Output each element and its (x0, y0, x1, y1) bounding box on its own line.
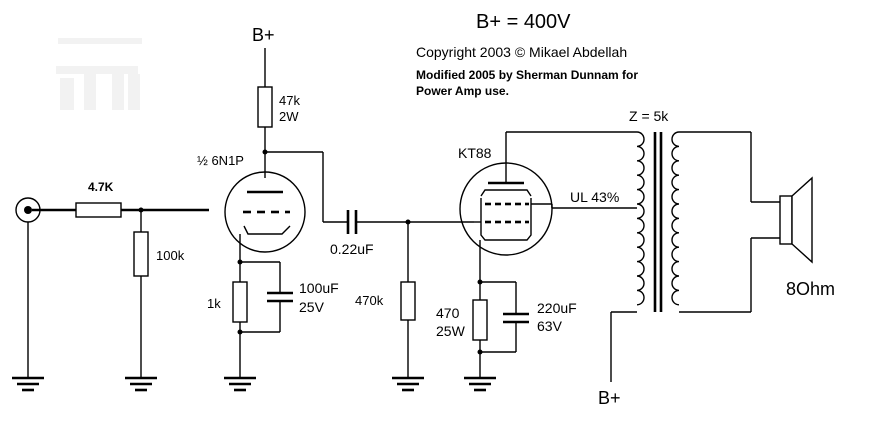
cathode-resistor-2 (472, 299, 488, 341)
grid-resistor-2 (400, 281, 416, 321)
cathode-capacitor-1-value: 100uF (299, 280, 339, 296)
plate-resistor (257, 86, 273, 128)
cathode-capacitor-2-voltage: 63V (537, 318, 563, 334)
cathode-capacitor-2-value: 220uF (537, 300, 577, 316)
speaker-icon (779, 176, 813, 264)
input-jack (15, 197, 76, 378)
output-transformer (636, 131, 680, 312)
cathode-resistor-2-power: 25W (436, 323, 466, 339)
speaker-impedance-label: 8Ohm (786, 279, 835, 299)
modified-text-line1: Modified 2005 by Sherman Dunnam for (416, 68, 638, 82)
cathode-resistor-1-label: 1k (207, 296, 221, 311)
input-resistor (75, 202, 122, 218)
ground-symbol (392, 376, 424, 392)
ground-symbol (12, 376, 44, 392)
grid-resistor-1 (133, 231, 149, 277)
input-resistor-label: 4.7K (88, 180, 114, 194)
ground-symbol (224, 376, 256, 392)
copyright-text: Copyright 2003 © Mikael Abdellah (416, 44, 627, 60)
bplus-bottom-label: B+ (598, 388, 621, 408)
cathode-capacitor-2 (503, 282, 529, 352)
coupling-capacitor-label: 0.22uF (330, 241, 374, 257)
grid-resistor-2-label: 470k (355, 293, 384, 308)
power-tube-kt88 (459, 160, 553, 256)
bplus-top-label: B+ (252, 25, 275, 45)
tube2-label: KT88 (458, 145, 492, 161)
tube1-label: ½ 6N1P (197, 153, 244, 168)
triode-tube-6n1p (224, 171, 306, 253)
supply-voltage-title: B+ = 400V (476, 11, 571, 33)
cathode-resistor-1 (232, 281, 248, 323)
ground-symbol (464, 376, 496, 392)
faded-background-mark (56, 38, 142, 110)
coupling-capacitor (346, 210, 358, 234)
cathode-capacitor-1 (267, 262, 293, 332)
plate-resistor-value: 47k (279, 93, 300, 108)
ground-symbol (125, 376, 157, 392)
modified-text-line2: Power Amp use. (416, 84, 509, 98)
cathode-capacitor-1-voltage: 25V (299, 299, 325, 315)
grid-resistor-1-label: 100k (156, 248, 185, 263)
transformer-impedance-label: Z = 5k (629, 108, 669, 124)
ultralinear-tap-label: UL 43% (570, 189, 619, 205)
plate-resistor-power: 2W (279, 109, 299, 124)
cathode-resistor-2-value: 470 (436, 305, 460, 321)
